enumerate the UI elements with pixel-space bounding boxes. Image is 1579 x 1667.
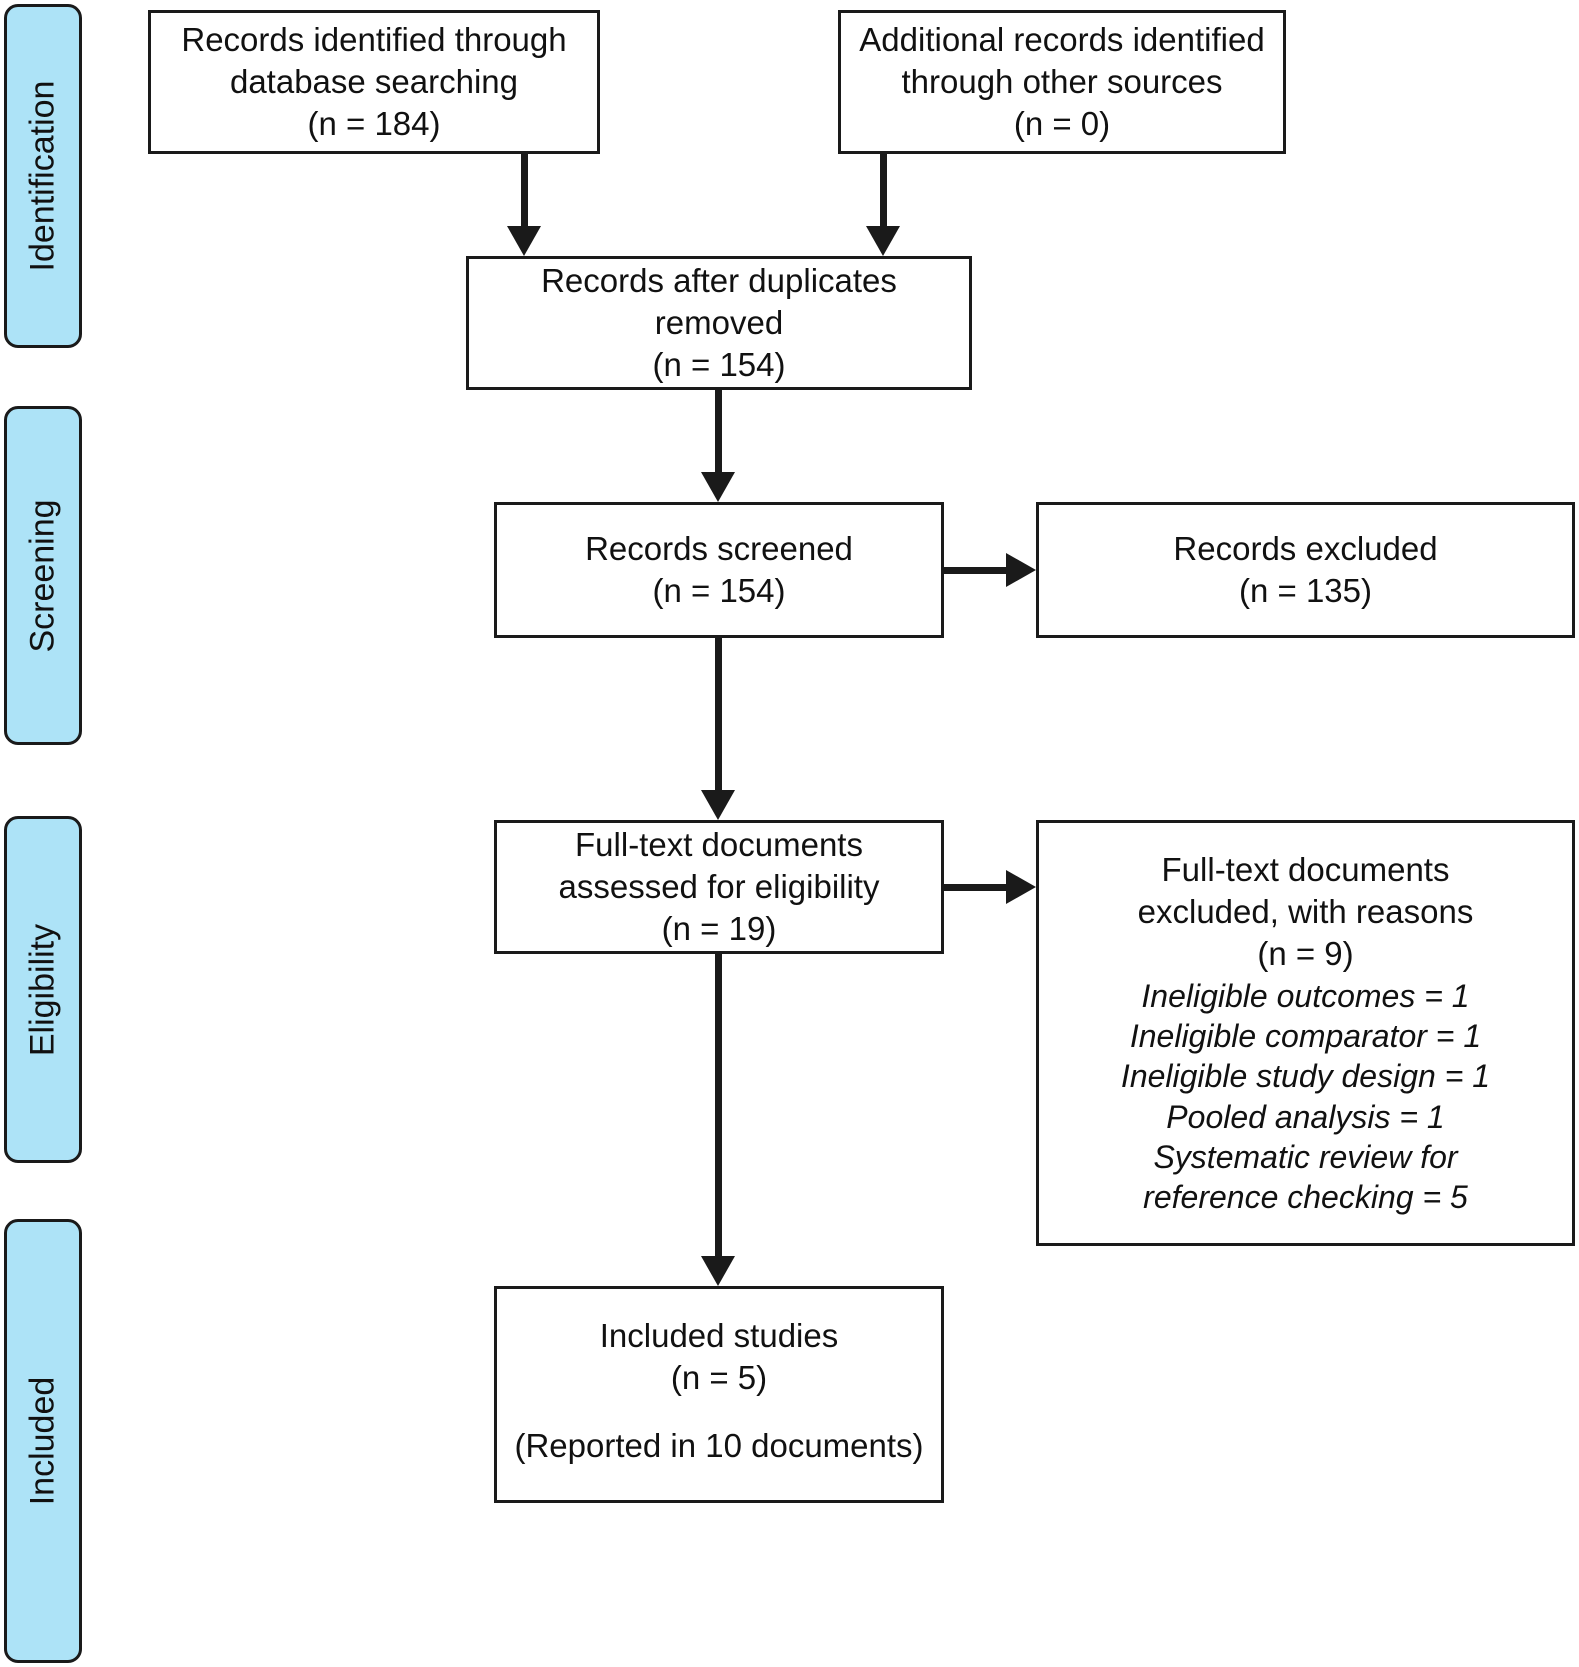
fulltext-assessed-line1: Full-text documents (575, 825, 863, 863)
connector-additional-to-duplicates (880, 154, 887, 226)
stage-label-identification: Identification (23, 80, 62, 272)
node-duplicates-removed: Records after duplicates removed (n = 15… (466, 256, 972, 390)
connector-screened-to-excluded (944, 567, 1012, 574)
fulltext-excluded-line1: Full-text documents (1161, 851, 1450, 888)
node-additional-records: Additional records identified through ot… (838, 10, 1286, 154)
stage-bar-screening: Screening (4, 406, 82, 745)
records-identified-line1: Records identified through (181, 20, 567, 58)
fulltext-assessed-line2: assessed for eligibility (558, 867, 880, 905)
exclusion-reason-item: reference checking = 5 (1143, 1179, 1468, 1216)
arrowhead-fulltext-to-included (701, 1256, 735, 1286)
exclusion-reason-item: Ineligible outcomes = 1 (1141, 977, 1470, 1014)
arrowhead-screened-to-fulltext (701, 790, 735, 820)
records-excluded-line1: Records excluded (1173, 529, 1438, 567)
exclusion-reason-item: Ineligible comparator = 1 (1129, 1018, 1482, 1055)
stage-bar-eligibility: Eligibility (4, 816, 82, 1163)
stage-bar-identification: Identification (4, 4, 82, 348)
included-studies-note: (Reported in 10 documents) (514, 1427, 924, 1465)
connector-duplicates-to-screened (715, 390, 722, 472)
fulltext-excluded-line2: excluded, with reasons (1137, 893, 1474, 931)
duplicates-removed-line1: Records after duplicates removed (541, 261, 897, 341)
stage-label-included: Included (23, 1376, 62, 1506)
records-screened-count: (n = 154) (652, 572, 786, 609)
exclusion-reason-item: Systematic review for (1153, 1138, 1458, 1175)
arrowhead-screened-to-excluded (1006, 553, 1036, 587)
node-fulltext-assessed: Full-text documents assessed for eligibi… (494, 820, 944, 954)
arrowhead-identified-to-duplicates (507, 226, 541, 256)
node-records-identified: Records identified through database sear… (148, 10, 600, 154)
additional-records-count: (n = 0) (1013, 105, 1111, 143)
stage-bar-included: Included (4, 1219, 82, 1663)
additional-records-line1: Additional records identified (859, 20, 1265, 58)
included-studies-spacer (507, 1399, 931, 1425)
duplicates-removed-count: (n = 154) (652, 346, 786, 384)
connector-identified-to-duplicates (521, 154, 528, 226)
exclusion-reason-item: Ineligible study design = 1 (1120, 1058, 1491, 1095)
fulltext-assessed-count: (n = 19) (661, 910, 777, 948)
fulltext-excluded-reasons: Ineligible outcomes = 1 Ineligible compa… (1049, 976, 1562, 1218)
arrowhead-fulltext-to-excluded (1006, 870, 1036, 904)
included-studies-count: (n = 5) (670, 1359, 768, 1397)
connector-screened-to-fulltext (715, 638, 722, 790)
connector-fulltext-to-included (715, 954, 722, 1256)
records-identified-line2: database searching (229, 62, 519, 100)
node-fulltext-excluded: Full-text documents excluded, with reaso… (1036, 820, 1575, 1246)
records-excluded-count: (n = 135) (1239, 572, 1372, 609)
stage-label-eligibility: Eligibility (23, 923, 62, 1056)
node-records-excluded: Records excluded (n = 135) (1036, 502, 1575, 638)
node-records-screened: Records screened (n = 154) (494, 502, 944, 638)
additional-records-line2: through other sources (901, 62, 1223, 100)
connector-fulltext-to-excluded (944, 884, 1012, 891)
node-included-studies: Included studies (n = 5) (Reported in 10… (494, 1286, 944, 1503)
arrowhead-additional-to-duplicates (866, 226, 900, 256)
stage-label-screening: Screening (23, 498, 62, 653)
records-screened-line1: Records screened (585, 529, 853, 567)
arrowhead-duplicates-to-screened (701, 472, 735, 502)
exclusion-reason-item: Pooled analysis = 1 (1166, 1098, 1445, 1135)
records-identified-count: (n = 184) (307, 105, 441, 143)
fulltext-excluded-count: (n = 9) (1257, 935, 1354, 973)
included-studies-line1: Included studies (599, 1317, 839, 1354)
